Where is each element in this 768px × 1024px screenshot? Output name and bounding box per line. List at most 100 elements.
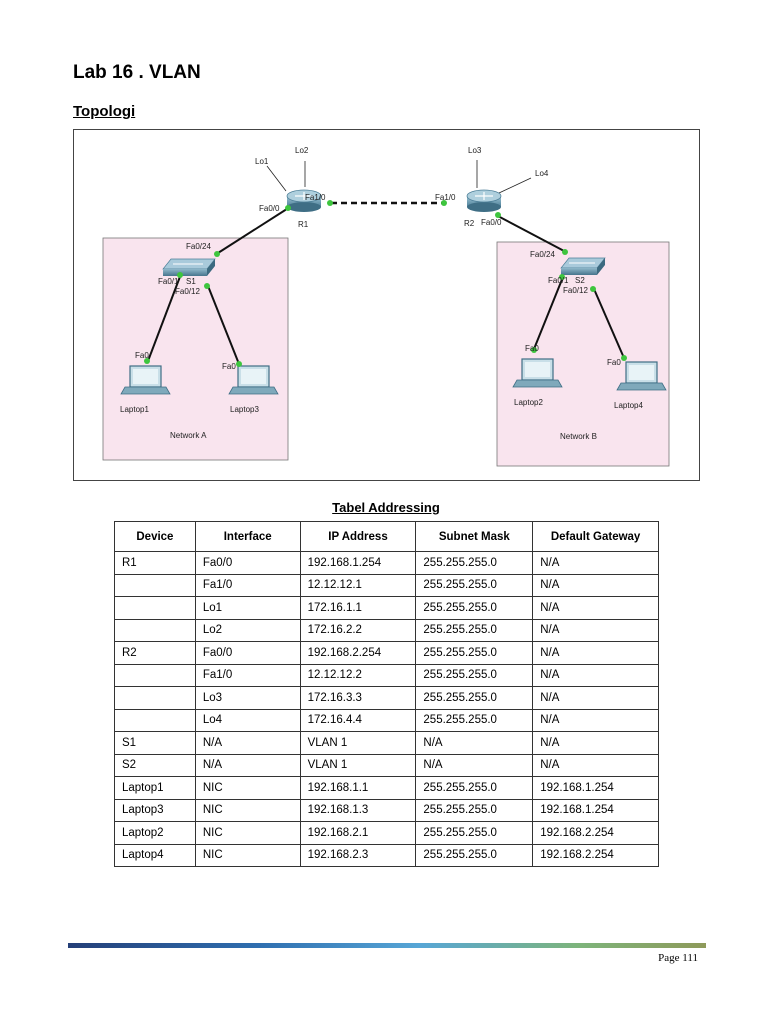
topology-frame	[73, 129, 700, 481]
topology-diagram: Lo1 Lo2 Lo3 Lo4 Fa0/0 Fa1/0 R1 Fa1/0 R2 …	[102, 146, 670, 467]
lo1-label: Lo1	[255, 157, 269, 166]
s1-fa01-label: Fa0/1	[158, 277, 179, 286]
header-subnet-mask: Subnet Mask	[415, 521, 534, 552]
cell-default-gateway: N/A	[532, 641, 659, 665]
s1-fa012-label: Fa0/12	[175, 287, 200, 296]
laptop2-icon[interactable]	[512, 358, 563, 388]
laptop2-label: Laptop2	[514, 398, 543, 407]
cell-ip-address: 192.168.2.1	[299, 821, 417, 845]
s2-fa024-label: Fa0/24	[530, 250, 555, 259]
router-r1-icon[interactable]	[286, 189, 322, 212]
link-r2-s2	[495, 214, 567, 253]
cell-device: Laptop1	[114, 776, 196, 800]
cell-device: S1	[114, 731, 196, 755]
cell-default-gateway: 192.168.1.254	[532, 798, 659, 822]
cell-interface: NIC	[194, 821, 301, 845]
header-default-gateway: Default Gateway	[532, 521, 659, 552]
cell-device	[114, 663, 196, 687]
cell-subnet-mask: 255.255.255.0	[415, 551, 534, 575]
cell-subnet-mask: 255.255.255.0	[415, 708, 534, 732]
cell-subnet-mask: 255.255.255.0	[415, 843, 534, 867]
cell-interface: Fa1/0	[194, 663, 301, 687]
cell-interface: N/A	[194, 753, 301, 777]
cell-ip-address: 192.168.2.254	[299, 641, 417, 665]
laptop1-label: Laptop1	[120, 405, 149, 414]
cell-default-gateway: N/A	[532, 551, 659, 575]
r2-label: R2	[464, 219, 475, 228]
s2-fa012-label: Fa0/12	[563, 286, 588, 295]
cell-subnet-mask: 255.255.255.0	[415, 618, 534, 642]
cell-interface: Fa1/0	[194, 573, 301, 597]
lo1-pointer	[266, 165, 287, 192]
cell-interface: Fa0/0	[194, 551, 301, 575]
cell-ip-address: 172.16.3.3	[299, 686, 417, 710]
network-a-label: Network A	[170, 431, 207, 440]
cell-interface: Lo4	[194, 708, 301, 732]
page-number: Page 111	[658, 952, 698, 964]
cell-interface: Lo2	[194, 618, 301, 642]
cell-device	[114, 708, 196, 732]
laptop4-icon[interactable]	[616, 361, 667, 391]
header-ip-address: IP Address	[299, 521, 417, 552]
link-status-dots	[144, 200, 627, 367]
link-s2-laptop4	[593, 288, 625, 359]
cell-device	[114, 686, 196, 710]
cell-ip-address: 12.12.12.2	[299, 663, 417, 687]
cell-ip-address: VLAN 1	[299, 731, 417, 755]
laptop1-icon[interactable]	[120, 365, 171, 395]
r1-fa10-label: Fa1/0	[305, 193, 326, 202]
cell-ip-address: 192.168.1.254	[299, 551, 417, 575]
cell-default-gateway: N/A	[532, 618, 659, 642]
switch-s2-icon[interactable]	[560, 257, 606, 275]
lo2-label: Lo2	[295, 146, 309, 155]
table-header-row: Device Interface IP Address Subnet Mask …	[114, 521, 659, 552]
switch-s1-icon[interactable]	[162, 258, 216, 276]
link-s1-laptop1	[147, 273, 182, 362]
laptop4-fa0-label: Fa0	[607, 358, 621, 367]
link-s2-laptop2	[533, 276, 564, 350]
addressing-table: Device Interface IP Address Subnet Mask …	[114, 521, 659, 867]
cell-subnet-mask: 255.255.255.0	[415, 776, 534, 800]
router-r2-icon[interactable]	[466, 189, 502, 212]
cell-subnet-mask: N/A	[415, 731, 534, 755]
cell-subnet-mask: 255.255.255.0	[415, 596, 534, 620]
page-title: Lab 16 . VLAN	[73, 62, 201, 83]
cell-default-gateway: 192.168.1.254	[532, 776, 659, 800]
cell-default-gateway: N/A	[532, 596, 659, 620]
cell-device: R1	[114, 551, 196, 575]
r1-label: R1	[298, 220, 309, 229]
r2-fa00-label: Fa0/0	[481, 218, 502, 227]
laptop3-label: Laptop3	[230, 405, 259, 414]
laptop2-fa0-label: Fa0	[525, 344, 539, 353]
cell-default-gateway: N/A	[532, 663, 659, 687]
cell-ip-address: 172.16.4.4	[299, 708, 417, 732]
laptop3-icon[interactable]	[228, 365, 279, 395]
table-title: Tabel Addressing	[332, 500, 440, 515]
cell-interface: NIC	[194, 798, 301, 822]
s1-fa024-label: Fa0/24	[186, 242, 211, 251]
cell-subnet-mask: 255.255.255.0	[415, 821, 534, 845]
footer-bar	[68, 943, 706, 948]
cell-subnet-mask: N/A	[415, 753, 534, 777]
cell-ip-address: 172.16.2.2	[299, 618, 417, 642]
cell-device	[114, 573, 196, 597]
cell-ip-address: 192.168.1.1	[299, 776, 417, 800]
cell-subnet-mask: 255.255.255.0	[415, 663, 534, 687]
cell-ip-address: VLAN 1	[299, 753, 417, 777]
network-b-area	[496, 241, 670, 467]
cell-interface: NIC	[194, 776, 301, 800]
link-r1-s1	[217, 206, 291, 254]
lo4-pointer	[498, 177, 532, 194]
cell-ip-address: 172.16.1.1	[299, 596, 417, 620]
cell-default-gateway: 192.168.2.254	[532, 843, 659, 867]
lo3-label: Lo3	[468, 146, 482, 155]
s2-fa01-label: Fa0/1	[548, 276, 569, 285]
